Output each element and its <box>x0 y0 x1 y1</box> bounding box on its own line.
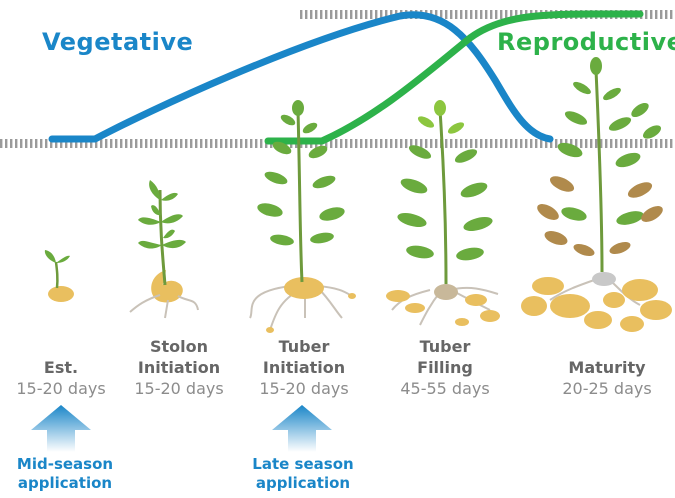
stage-days: 15-20 days <box>16 379 106 398</box>
stage-days: 15-20 days <box>134 379 224 398</box>
reproductive-curve <box>264 10 644 145</box>
stage-maturity: Maturity 20-25 days <box>542 357 672 399</box>
application-line2: application <box>255 474 351 492</box>
application-line2: application <box>17 474 113 492</box>
middle-hatch-line <box>0 139 675 148</box>
stage-name: Maturity <box>568 358 646 377</box>
stage-tuber-filling: Tuber Filling 45-55 days <box>380 336 510 399</box>
stage-name: Initiation <box>137 358 221 377</box>
potato-plant-icon <box>249 100 356 333</box>
seedling-icon <box>44 250 74 302</box>
top-hatch-line <box>300 10 675 19</box>
up-arrow-icon <box>31 405 91 452</box>
stage-name: Est. <box>43 358 79 377</box>
stage-stolon-initiation: Stolon Initiation 15-20 days <box>114 336 244 399</box>
vegetative-curve <box>48 11 554 143</box>
potato-plant-icon <box>521 57 672 332</box>
application-line1: Late season <box>252 455 354 473</box>
stage-days: 45-55 days <box>400 379 490 398</box>
stage-tuber-initiation: Tuber Initiation 15-20 days <box>239 336 369 399</box>
phase-label-reproductive: Reproductive <box>497 28 675 56</box>
potato-plant-icon <box>129 180 199 319</box>
mid-season-application-label: Mid-season application <box>0 455 135 493</box>
stage-name: Tuber <box>278 337 330 356</box>
late-season-application-label: Late season application <box>233 455 373 493</box>
phase-label-vegetative: Vegetative <box>42 28 194 56</box>
stage-name: Tuber <box>419 337 471 356</box>
stage-name: Filling <box>417 358 473 377</box>
application-line1: Mid-season <box>16 455 114 473</box>
potato-plant-icon <box>386 100 500 326</box>
up-arrow-icon <box>272 405 332 452</box>
stage-days: 20-25 days <box>562 379 652 398</box>
stage-est: Est. 15-20 days <box>0 357 126 399</box>
stage-days: 15-20 days <box>259 379 349 398</box>
stage-name: Initiation <box>262 358 346 377</box>
stage-name: Stolon <box>149 337 209 356</box>
